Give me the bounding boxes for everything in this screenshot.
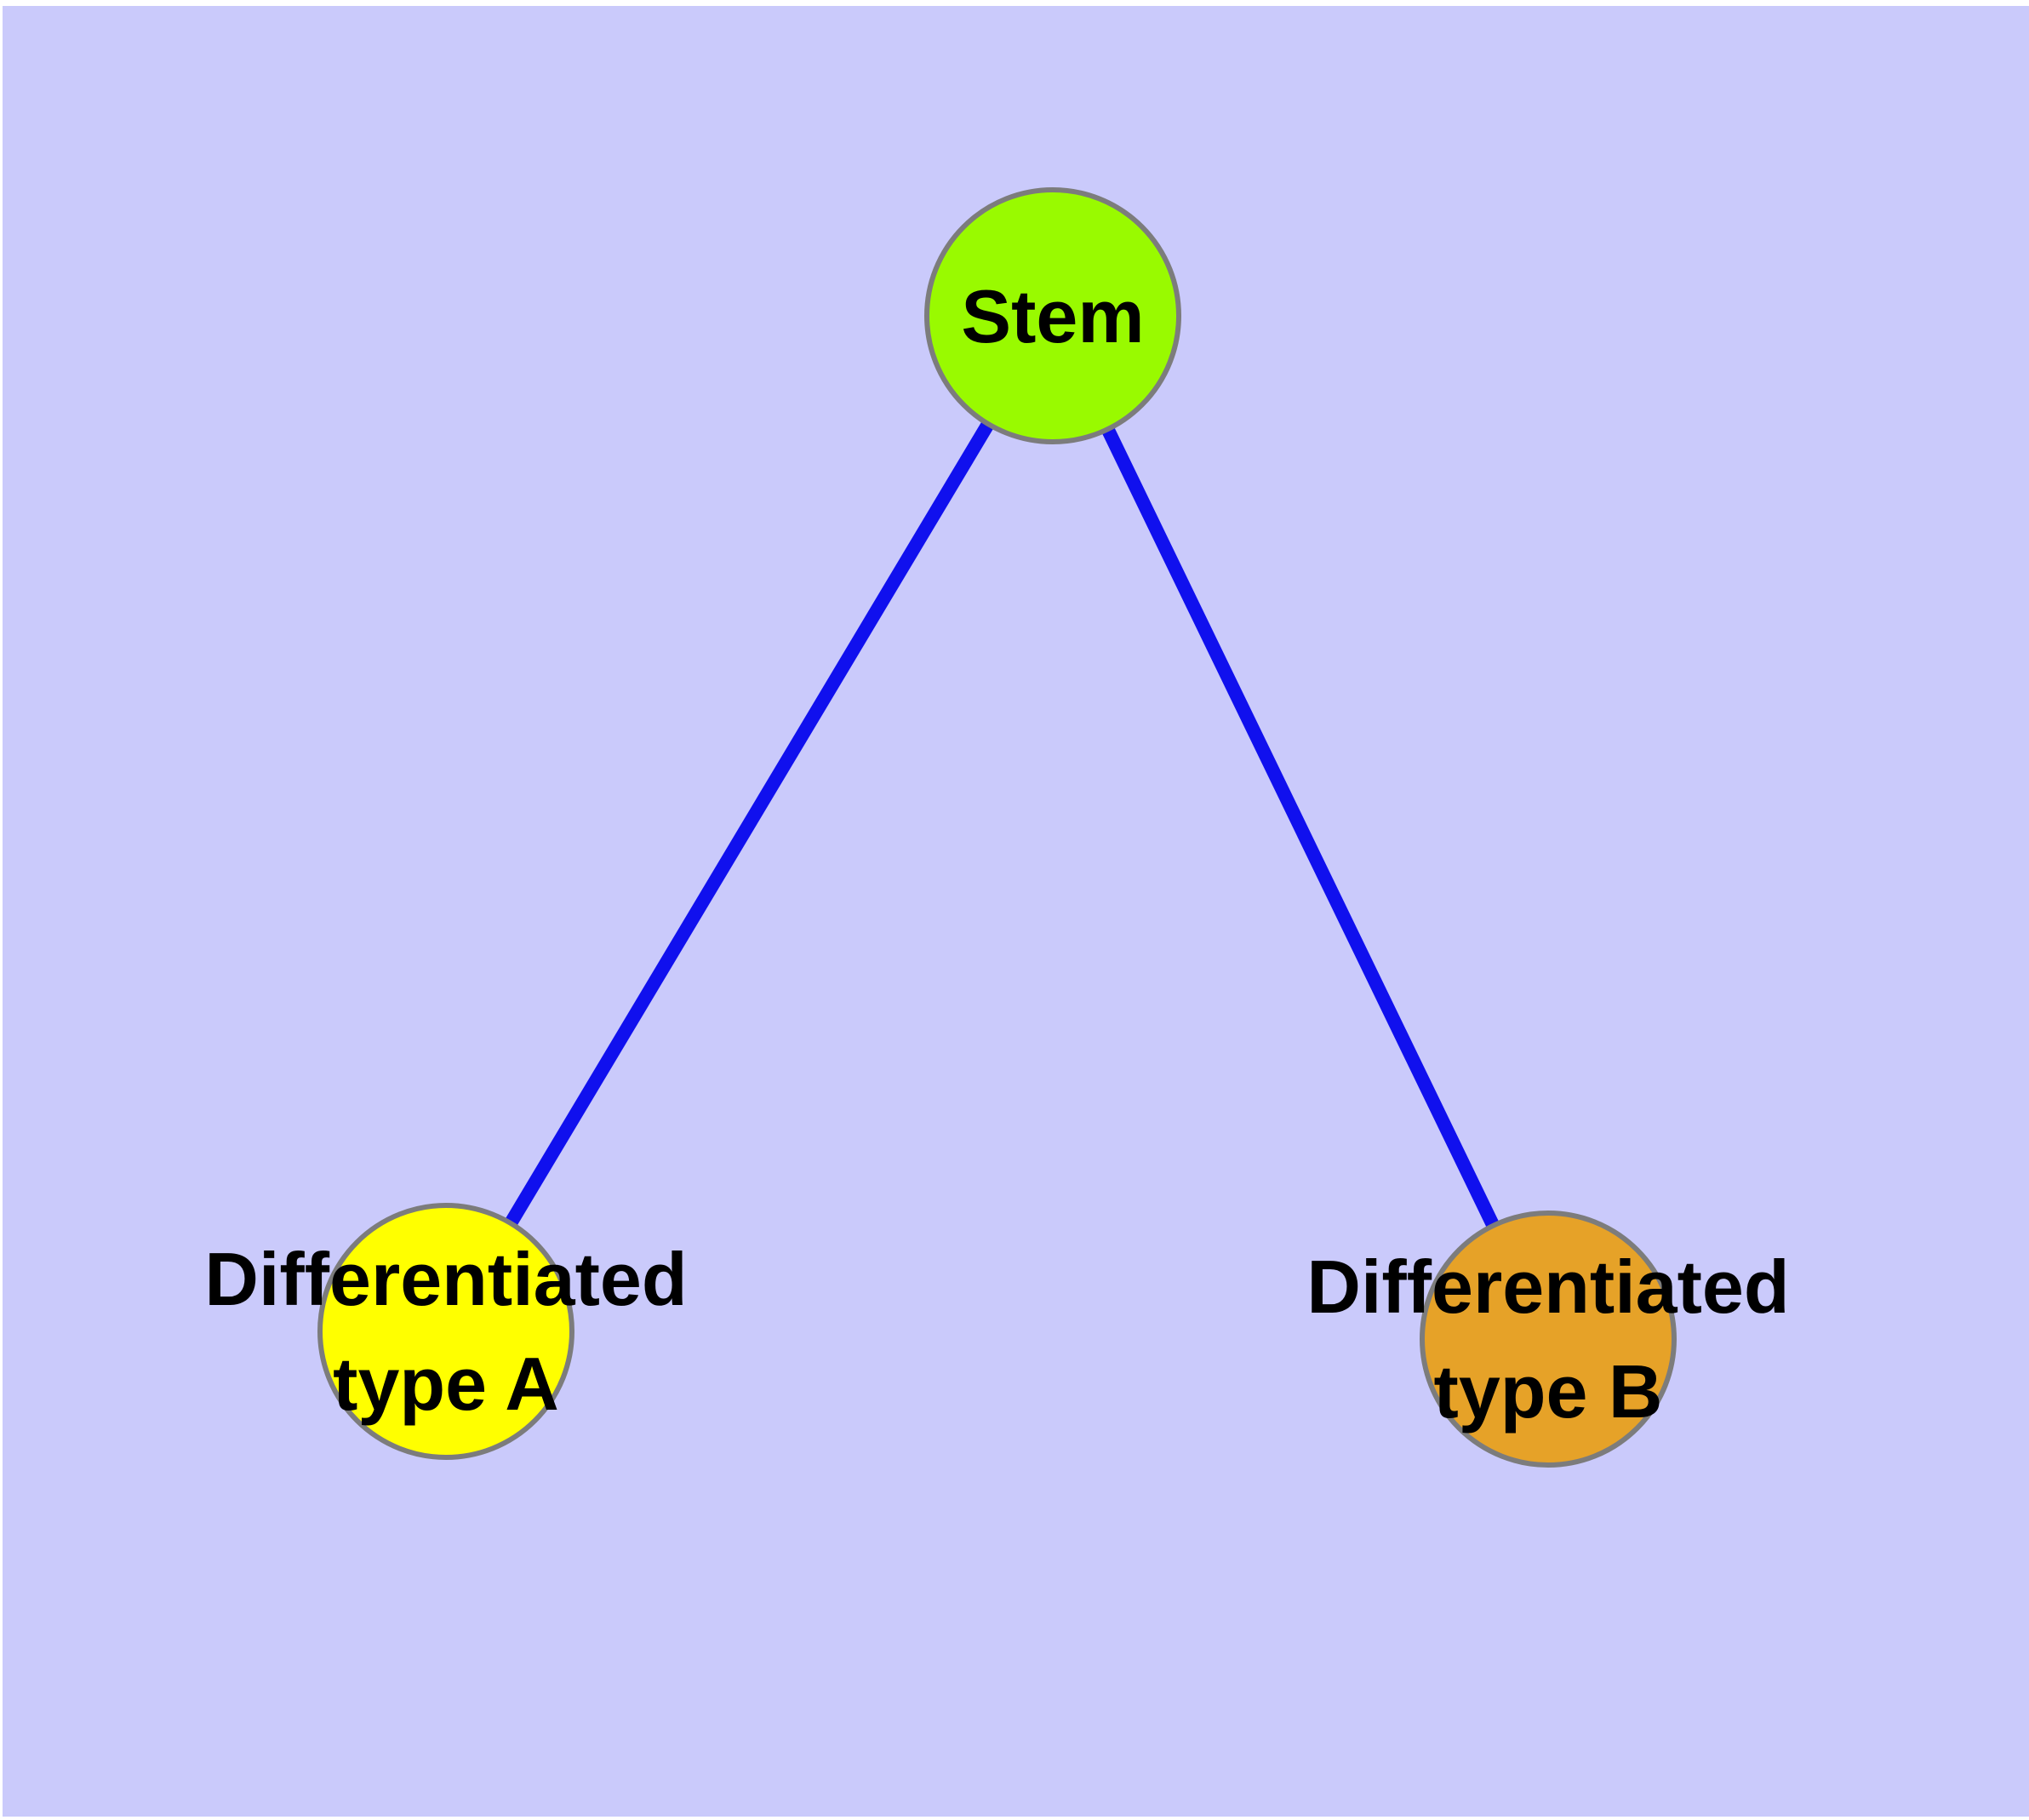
label-line-1: Differentiated: [204, 1237, 688, 1321]
node-stem: Stem: [924, 187, 1181, 444]
label-line-2: type A: [333, 1342, 559, 1426]
node-differentiated-type-b: Differentiated type B: [1306, 1210, 1790, 1468]
edge-stem-to-type-b: [1046, 312, 1555, 1342]
node-differentiated-type-b-label: Differentiated type B: [1306, 1234, 1789, 1444]
node-differentiated-type-a: Differentiated type A: [204, 1203, 688, 1460]
label-line-1: Differentiated: [1306, 1245, 1790, 1329]
node-stem-label: Stem: [961, 273, 1145, 358]
node-differentiated-type-a-label: Differentiated type A: [204, 1227, 687, 1436]
label-line-2: type B: [1433, 1349, 1663, 1434]
edge-stem-to-type-a: [440, 312, 1059, 1336]
